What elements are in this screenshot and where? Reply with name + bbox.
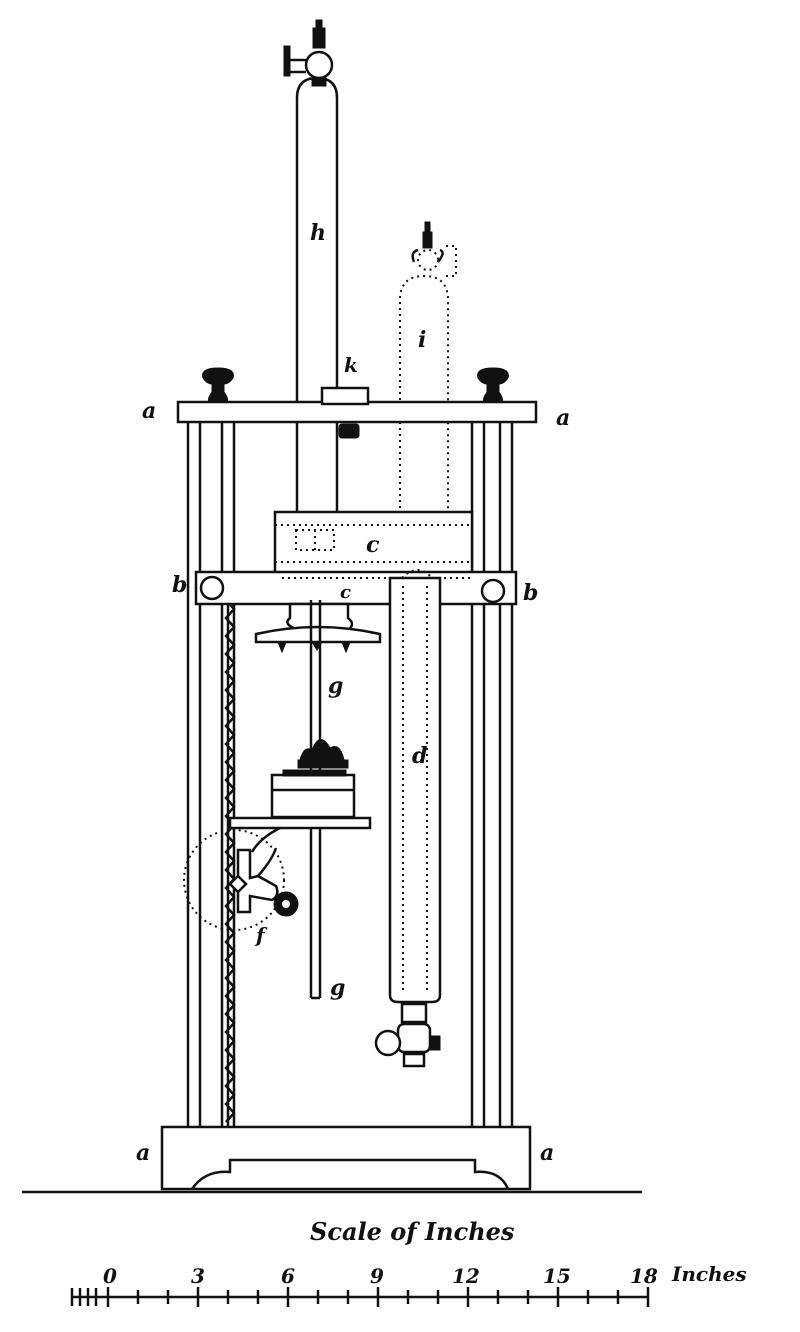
- scale-tick-label: 0: [103, 1264, 117, 1288]
- label-c-small: c: [340, 582, 351, 603]
- top-left-knob: [202, 367, 234, 405]
- label-a-bottom-left: a: [136, 1140, 150, 1166]
- label-a-top-left: a: [142, 398, 156, 424]
- left-upright: [186, 422, 236, 1127]
- label-i: i: [418, 327, 426, 353]
- label-d: d: [412, 743, 427, 769]
- scale-tick-label: 3: [191, 1264, 205, 1288]
- label-c: c: [366, 532, 380, 558]
- label-g-lower: g: [330, 975, 345, 1001]
- scale-tick-label: 12: [452, 1264, 480, 1288]
- instrument-on-platform: [270, 739, 356, 819]
- label-b-right: b: [523, 580, 538, 606]
- scale-tick-label: 15: [543, 1264, 571, 1288]
- rack-bar: [224, 599, 236, 1127]
- label-g-upper: g: [328, 673, 343, 699]
- label-a-top-right: a: [556, 405, 570, 431]
- label-h: h: [310, 220, 326, 246]
- valve-d-icon: [374, 1002, 441, 1068]
- platform: [228, 816, 372, 853]
- label-b-left: b: [172, 572, 187, 598]
- label-f: f: [254, 923, 268, 947]
- scale-of-inches: Scale of Inches 0 3 6 9 12 15 18 Inches: [70, 1217, 747, 1307]
- base-block: [160, 1125, 532, 1191]
- block-k: [320, 386, 370, 439]
- box-c: [273, 510, 474, 578]
- tube-h: [295, 76, 339, 522]
- tube-i: [399, 221, 457, 520]
- scale-tick-label: 9: [370, 1264, 384, 1288]
- valve-h-icon: [283, 19, 334, 87]
- scale-unit: Inches: [671, 1262, 747, 1286]
- scale-tick-label: 18: [630, 1264, 658, 1288]
- scale-tick-label: 6: [281, 1264, 295, 1288]
- tube-d: [388, 569, 442, 1004]
- label-a-bottom-right: a: [540, 1140, 554, 1166]
- label-k: k: [344, 353, 358, 377]
- pinion-clamp-f: [183, 829, 299, 931]
- burner-assembly: [254, 602, 382, 654]
- scale-title: Scale of Inches: [310, 1217, 515, 1246]
- top-right-knob: [477, 367, 509, 407]
- right-upright: [470, 422, 514, 1127]
- cross-bar-b: [194, 570, 518, 606]
